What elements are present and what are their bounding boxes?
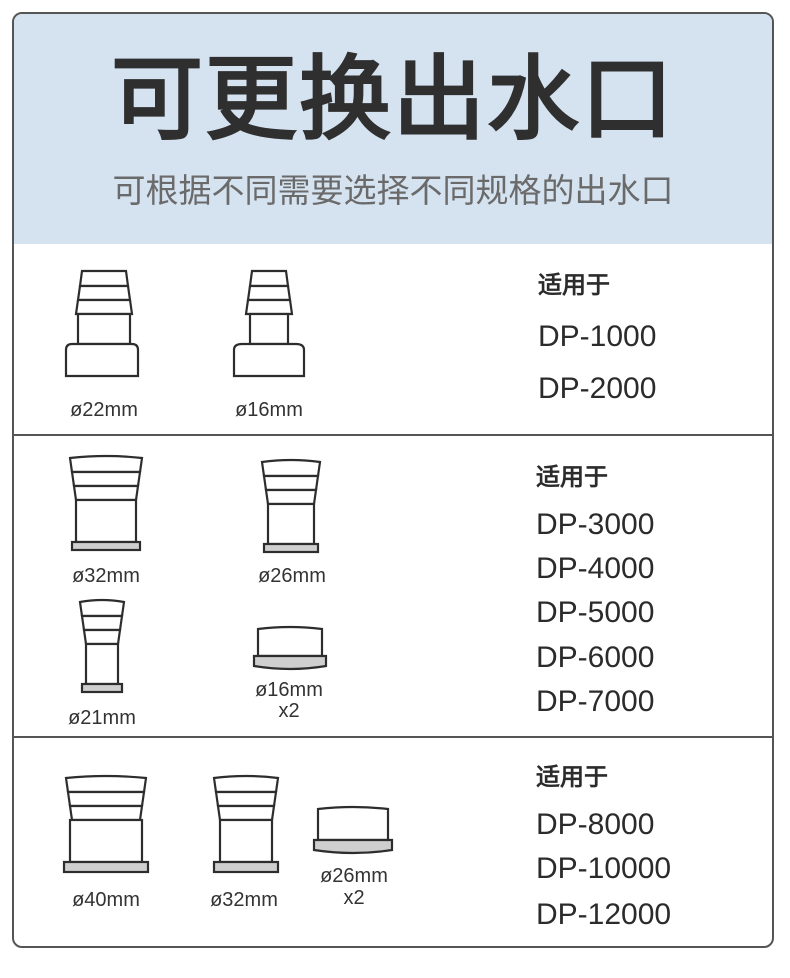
spec-card: 可更换出水口 可根据不同需要选择不同规格的出水口 ø22mm: [12, 12, 774, 948]
model-item: DP-1000: [538, 320, 657, 353]
compatible-models: 适用于 DP-1000 DP-2000: [538, 272, 656, 404]
part-size-label: ø16mm: [235, 399, 303, 421]
part-size-label: ø32mm: [210, 889, 278, 911]
model-item: DP-3000: [536, 508, 655, 541]
model-item: DP-2000: [538, 372, 657, 405]
part-size-label: ø16mm: [255, 679, 323, 701]
part-size-label: ø26mm: [320, 865, 388, 887]
part-size-label: ø32mm: [72, 565, 140, 587]
part-size-label: ø40mm: [72, 889, 140, 911]
header-banner: 可更换出水口 可根据不同需要选择不同规格的出水口: [14, 14, 772, 244]
model-item: DP-10000: [536, 852, 672, 885]
part-quantity-label: x2: [278, 700, 300, 722]
apply-heading: 适用于: [538, 272, 610, 299]
page-title: 可更换出水口: [110, 46, 675, 153]
model-item: DP-8000: [536, 808, 655, 841]
part-size-label: ø21mm: [68, 707, 136, 729]
page-subtitle: 可根据不同需要选择不同规格的出水口: [112, 171, 674, 210]
model-item: DP-4000: [536, 552, 655, 585]
model-item: DP-7000: [536, 685, 655, 718]
section-divider: [14, 736, 772, 738]
part-size-label: ø22mm: [70, 399, 138, 421]
part-size-label: ø26mm: [258, 565, 326, 587]
model-item: DP-5000: [536, 596, 655, 629]
compatible-models: 适用于 DP-8000 DP-10000 DP-12000: [536, 764, 671, 930]
apply-heading: 适用于: [536, 464, 608, 491]
model-item: DP-6000: [536, 641, 655, 674]
model-item: DP-12000: [536, 898, 672, 931]
part-quantity-label: x2: [343, 887, 365, 909]
section-divider: [14, 434, 772, 436]
apply-heading: 适用于: [536, 764, 608, 791]
compatible-models: 适用于 DP-3000 DP-4000 DP-5000 DP-6000 DP-7…: [536, 464, 654, 717]
